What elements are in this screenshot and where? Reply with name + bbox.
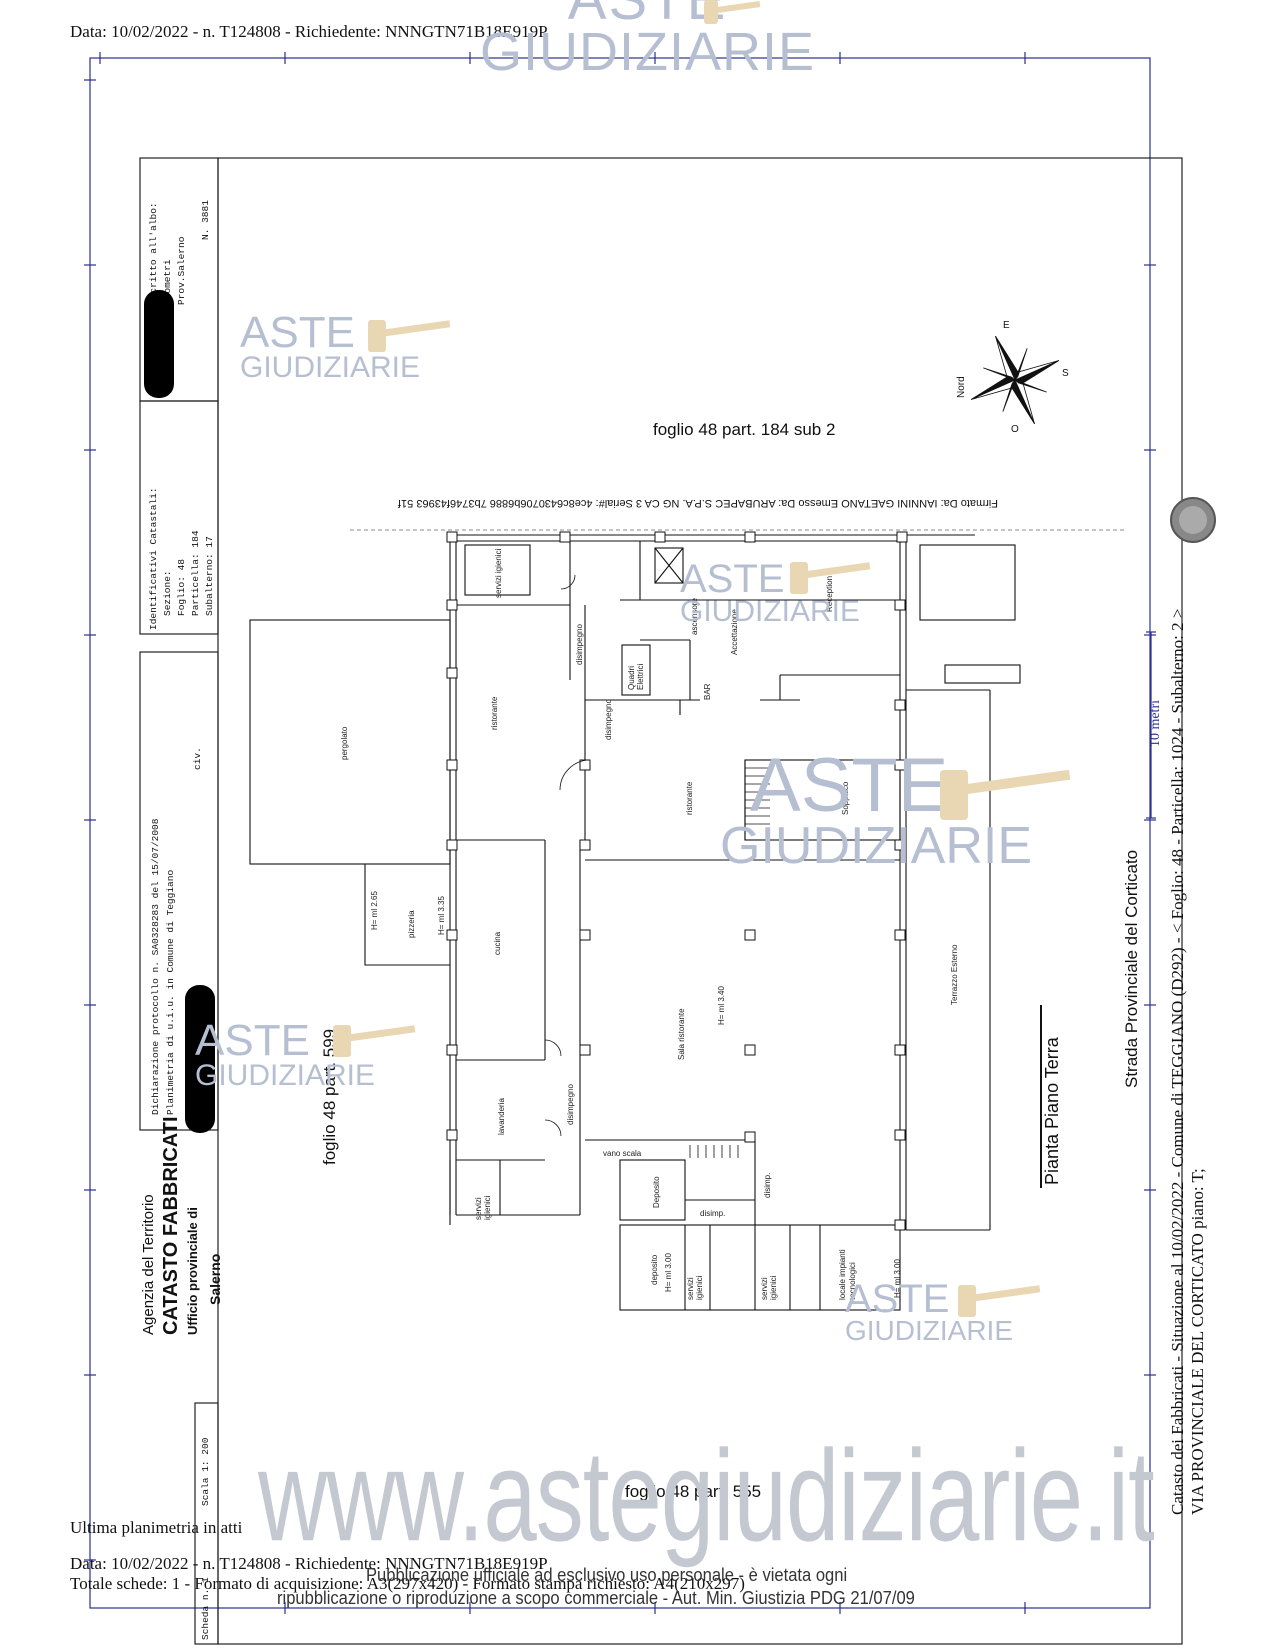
watermark-4: ASTE GIUDIZIARIE bbox=[720, 743, 1032, 872]
redaction-mark-2 bbox=[185, 985, 215, 1133]
header-request-line: Data: 10/02/2022 - n. T124808 - Richiede… bbox=[70, 22, 548, 41]
footer-totals-line: Totale schede: 1 - Formato di acquisizio… bbox=[70, 1574, 745, 1593]
footer-publication-2: ripubblicazione o riproduzione a scopo c… bbox=[277, 1588, 915, 1608]
watermark-6-aste: ASTE bbox=[845, 1277, 950, 1321]
footer-last-plan: Ultima planimetria in atti bbox=[70, 1518, 243, 1537]
footer-publication-1: Pubblicazione ufficiale ad esclusivo uso… bbox=[366, 1565, 848, 1585]
watermark-3-aste: ASTE bbox=[680, 557, 785, 601]
watermark-5-giudiziarie: GIUDIZIARIE bbox=[195, 1058, 376, 1092]
watermark-6: ASTE GIUDIZIARIE bbox=[845, 1277, 1014, 1346]
watermark-6-giudiziarie: GIUDIZIARIE bbox=[845, 1315, 1014, 1346]
north-parcel-label: foglio 48 part. 184 sub 2 bbox=[653, 420, 836, 439]
room-vano-scala: vano scala bbox=[603, 1149, 642, 1158]
watermark-4-giudiziarie: GIUDIZIARIE bbox=[720, 817, 1033, 876]
compass-e: E bbox=[1003, 320, 1010, 331]
redaction-mark bbox=[144, 290, 174, 398]
watermark-5: ASTE GIUDIZIARIE bbox=[195, 1016, 376, 1092]
watermark-3-giudiziarie: GIUDIZIARIE bbox=[680, 595, 861, 628]
watermark-top-aste: ASTE bbox=[480, 0, 815, 29]
plan-title-underline bbox=[1040, 1005, 1042, 1188]
watermark-top-giudiziarie: GIUDIZIARIE bbox=[480, 22, 816, 83]
compass-o: O bbox=[1011, 424, 1019, 435]
compass-rose-icon bbox=[970, 335, 1060, 425]
compass-s: S bbox=[1062, 368, 1069, 379]
watermark-site: www.astegiudiziarie.it bbox=[258, 1424, 1155, 1569]
footer-data-line: Data: 10/02/2022 - n. T124808 - Richiede… bbox=[70, 1554, 548, 1573]
watermark-2-giudiziarie: GIUDIZIARIE bbox=[240, 350, 421, 384]
watermark-3: ASTE GIUDIZIARIE bbox=[680, 557, 861, 628]
seal-icon bbox=[1170, 497, 1216, 543]
watermark-4-aste: ASTE bbox=[750, 743, 949, 828]
south-parcel-label: foglio 48 part. 555 bbox=[625, 1482, 762, 1501]
watermark-top: ASTE GIUDIZIARIE bbox=[480, 0, 816, 83]
room-disimp-1: disimp. bbox=[700, 1209, 726, 1218]
watermark-2: ASTE GIUDIZIARIE bbox=[240, 308, 421, 384]
watermark-2-aste: ASTE bbox=[240, 308, 355, 357]
watermark-5-aste: ASTE bbox=[195, 1016, 310, 1065]
